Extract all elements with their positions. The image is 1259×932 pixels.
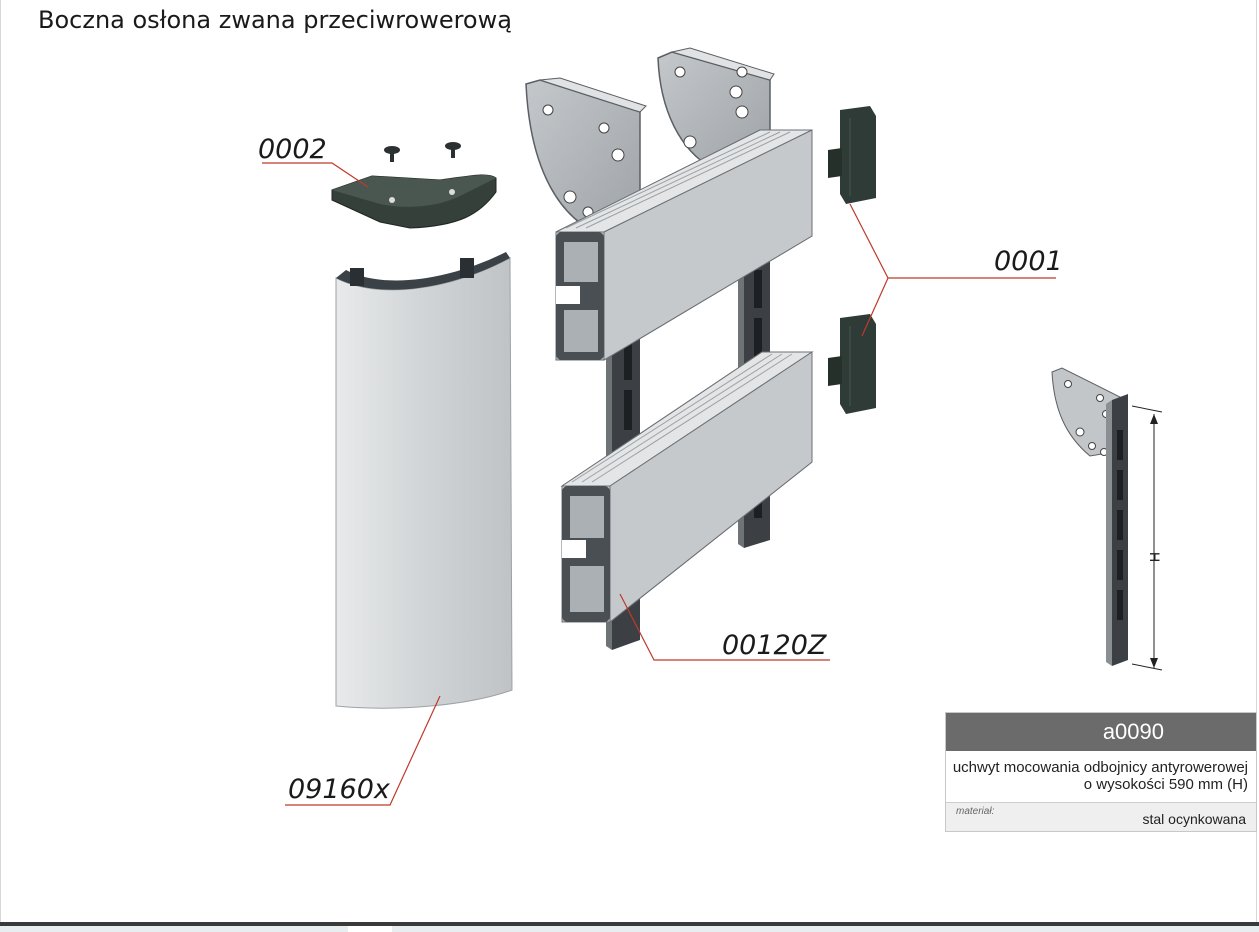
rail-lower <box>560 351 814 624</box>
leader-cover <box>285 695 441 806</box>
page-title: Boczna osłona zwana przeciwrowerową <box>38 6 512 34</box>
end-cap-upper <box>828 106 876 204</box>
leader-lines <box>262 162 1056 806</box>
bolt-left <box>384 146 400 162</box>
dimension-line-h: H <box>1131 405 1163 671</box>
footer-strip <box>0 926 1259 932</box>
end-cap-lower <box>828 314 876 414</box>
side-cover <box>335 252 513 709</box>
card-code: a0090 <box>946 713 1256 751</box>
bracket-side-view <box>1051 367 1128 666</box>
card-material-row: materiał: stal ocynkowana <box>946 803 1256 831</box>
card-description-line2: o wysokości 590 mm (H) <box>1083 776 1248 793</box>
rail-upper <box>555 129 813 361</box>
leader-end-cap-lower <box>861 277 889 337</box>
part-info-card: a0090 uchwyt mocowania odbojnicy antyrow… <box>945 712 1257 832</box>
code-label-cap: 0002 <box>258 134 327 165</box>
leader-cap <box>262 162 369 188</box>
code-label-rail: 00120Z <box>722 630 827 661</box>
material-value: stal ocynkowana <box>1142 811 1246 827</box>
leader-rail <box>619 593 830 661</box>
bolt-right <box>445 142 461 158</box>
card-description: uchwyt mocowania odbojnicy antyrowerowej… <box>946 751 1256 803</box>
code-label-cover: 09160x <box>288 774 391 805</box>
dimension-label-h: H <box>1147 552 1163 562</box>
code-label-end-caps: 0001 <box>994 246 1063 277</box>
top-cap <box>331 174 497 229</box>
card-description-line1: uchwyt mocowania odbojnicy antyrowerowej <box>952 759 1248 776</box>
material-label: materiał: <box>956 806 995 817</box>
footer-bar <box>0 922 1259 926</box>
footer-strip-segment <box>348 926 392 932</box>
